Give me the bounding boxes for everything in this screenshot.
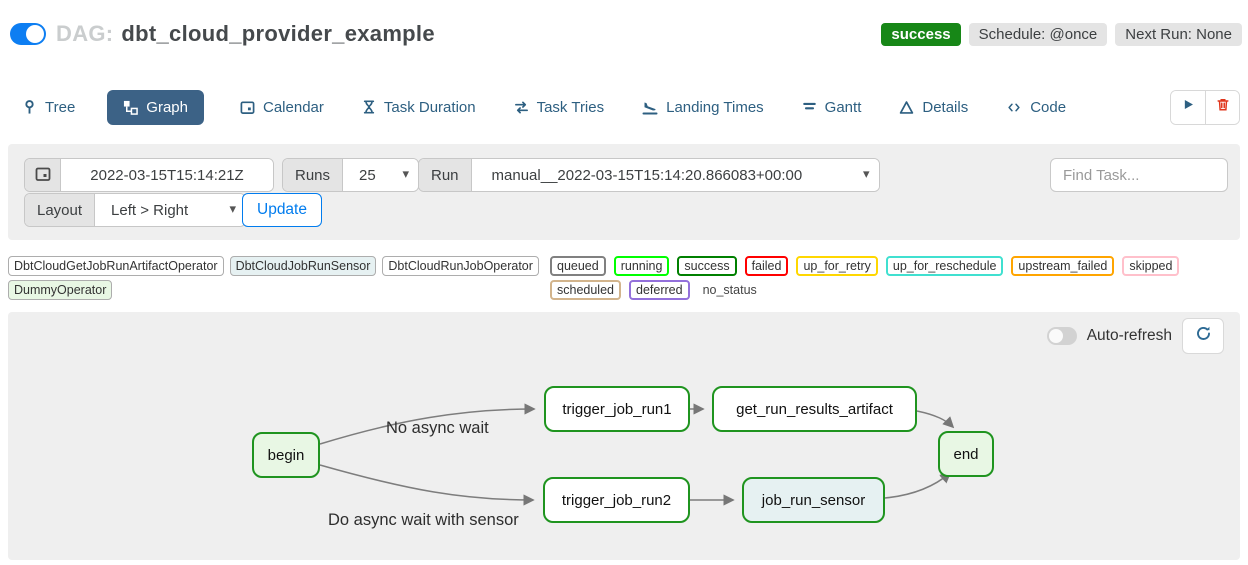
- status-badge-success: success: [677, 256, 737, 276]
- dag-graph-panel: Auto-refresh No async wait Do async wait…: [8, 312, 1240, 560]
- next-run-badge: Next Run: None: [1115, 22, 1242, 46]
- operator-badge: DbtCloudRunJobOperator: [382, 256, 539, 276]
- delete-dag-button[interactable]: [1205, 90, 1239, 124]
- schedule-badge[interactable]: Schedule: @once: [968, 22, 1108, 46]
- tab-details[interactable]: Details: [897, 90, 970, 125]
- dag-header: DAG: dbt_cloud_provider_example success …: [10, 14, 1242, 54]
- graph-icon: [123, 100, 139, 115]
- gantt-bars-icon: [802, 100, 817, 114]
- refresh-button[interactable]: [1182, 318, 1224, 354]
- triangle-icon: [899, 100, 914, 115]
- run-label: Run: [419, 159, 472, 191]
- task-node-trigger-job-run2[interactable]: trigger_job_run2: [543, 477, 690, 523]
- dag-prefix-label: DAG:: [56, 21, 114, 46]
- operator-badge: DummyOperator: [8, 280, 113, 300]
- task-node-begin[interactable]: begin: [252, 432, 320, 478]
- tree-icon: [22, 99, 37, 115]
- status-legend: queued running success failed up_for_ret…: [550, 256, 1248, 300]
- status-badge-running: running: [613, 256, 670, 276]
- calendar-picker-button[interactable]: [25, 159, 61, 191]
- runs-label: Runs: [283, 159, 344, 191]
- update-button[interactable]: Update: [242, 193, 322, 227]
- auto-refresh-label: Auto-refresh: [1086, 327, 1172, 344]
- edge-artifact-end: [916, 410, 955, 429]
- run-select[interactable]: manual__2022-03-15T15:14:20.866083+00:00…: [471, 159, 879, 191]
- chevron-down-icon: ▾: [402, 166, 410, 182]
- dag-pause-toggle[interactable]: [10, 23, 46, 45]
- chevron-down-icon: ▾: [863, 166, 870, 182]
- status-badge-deferred: deferred: [629, 280, 690, 300]
- base-date-input[interactable]: [61, 159, 273, 191]
- num-runs-select[interactable]: 25 ▾: [343, 159, 419, 191]
- edge-sensor-end: [884, 471, 952, 499]
- trigger-dag-button[interactable]: [1171, 90, 1205, 124]
- layout-select[interactable]: Left > Right ▾: [95, 194, 246, 226]
- task-node-end[interactable]: end: [938, 431, 994, 477]
- tab-landing-times[interactable]: Landing Times: [640, 90, 766, 125]
- num-runs-group: Runs 25 ▾: [282, 158, 420, 192]
- run-select-group: Run manual__2022-03-15T15:14:20.866083+0…: [418, 158, 880, 192]
- toggle-knob: [1048, 329, 1063, 343]
- refresh-controls: Auto-refresh: [1046, 318, 1224, 354]
- calendar-icon: [240, 99, 255, 115]
- hourglass-icon: [362, 99, 376, 115]
- tab-calendar[interactable]: Calendar: [238, 90, 326, 125]
- find-task-input[interactable]: [1050, 158, 1228, 192]
- task-node-job-run-sensor[interactable]: job_run_sensor: [742, 477, 885, 523]
- calendar-icon: [35, 165, 51, 186]
- refresh-icon: [1195, 325, 1212, 347]
- dag-edges: [319, 403, 955, 506]
- status-badge-skipped: skipped: [1122, 256, 1180, 276]
- tab-task-duration[interactable]: Task Duration: [360, 90, 478, 125]
- edge-begin-trigger1: [319, 403, 536, 445]
- status-badge-queued: queued: [550, 256, 606, 276]
- header-badges: success Schedule: @once Next Run: None: [881, 22, 1242, 46]
- auto-refresh-toggle[interactable]: [1046, 327, 1077, 345]
- status-badge-up-for-reschedule: up_for_reschedule: [885, 256, 1004, 276]
- filter-panel: Runs 25 ▾ Run manual__2022-03-15T15:14:2…: [8, 144, 1240, 240]
- edge-label: No async wait: [386, 419, 489, 437]
- status-badge-up-for-retry: up_for_retry: [796, 256, 878, 276]
- repeat-icon: [514, 100, 529, 115]
- view-tabbar: Tree Graph Calendar Task Duration Task T…: [20, 86, 1240, 128]
- status-badge-no-status: no_status: [702, 283, 757, 297]
- tab-code[interactable]: Code: [1004, 90, 1068, 125]
- operator-legend: DbtCloudGetJobRunArtifactOperator DbtClo…: [8, 256, 543, 300]
- tab-task-tries[interactable]: Task Tries: [512, 90, 607, 125]
- tab-gantt[interactable]: Gantt: [800, 90, 864, 125]
- dag-actions: [1170, 89, 1240, 125]
- trash-icon: [1216, 97, 1230, 117]
- layout-group: Layout Left > Right ▾: [24, 193, 247, 227]
- task-node-get-run-results-artifact[interactable]: get_run_results_artifact: [712, 386, 917, 432]
- play-icon: [1182, 98, 1195, 116]
- task-node-trigger-job-run1[interactable]: trigger_job_run1: [544, 386, 690, 432]
- toggle-knob: [26, 25, 44, 43]
- operator-badge: DbtCloudGetJobRunArtifactOperator: [8, 256, 224, 276]
- layout-label: Layout: [25, 194, 96, 226]
- tab-tree[interactable]: Tree: [20, 90, 77, 125]
- tab-graph[interactable]: Graph: [107, 89, 204, 125]
- status-badge-scheduled: scheduled: [550, 280, 621, 300]
- page-title: dbt_cloud_provider_example: [121, 21, 435, 46]
- edge-label: Do async wait with sensor: [328, 511, 519, 529]
- chevron-down-icon: ▾: [229, 201, 237, 217]
- operator-badge: DbtCloudJobRunSensor: [229, 256, 377, 276]
- code-icon: [1006, 101, 1022, 114]
- plane-landing-icon: [642, 99, 658, 115]
- status-badge-failed: failed: [744, 256, 789, 276]
- status-badge: success: [881, 22, 961, 46]
- base-date-group: [24, 158, 274, 192]
- status-badge-upstream-failed: upstream_failed: [1011, 256, 1115, 276]
- edge-begin-trigger2: [319, 464, 535, 506]
